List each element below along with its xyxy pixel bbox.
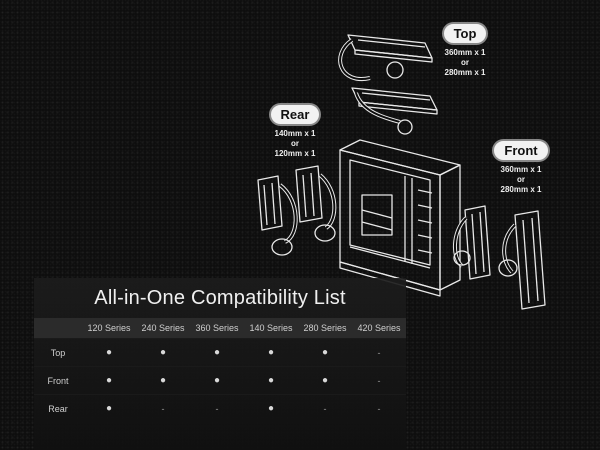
- table-cell: -: [136, 394, 190, 422]
- compatibility-panel: All-in-One Compatibility List 120 Series…: [34, 278, 406, 450]
- row-label: Rear: [34, 394, 82, 422]
- compatibility-title: All-in-One Compatibility List: [94, 287, 346, 309]
- callout-front-label: Front: [492, 139, 550, 162]
- column-header: 120 Series: [82, 318, 136, 339]
- row-label: Front: [34, 366, 82, 395]
- callout-top-spec: 360mm x 1 or 280mm x 1: [444, 48, 486, 77]
- table-cell: ●: [190, 366, 244, 395]
- callout-front-spec: 360mm x 1 or 280mm x 1: [500, 165, 542, 194]
- callout-rear-label: Rear: [268, 103, 322, 126]
- table-cell: ●: [136, 366, 190, 395]
- table-cell: ●: [82, 394, 136, 422]
- column-header: 420 Series: [352, 318, 406, 339]
- table-cell: ●: [298, 338, 352, 367]
- rear-radiator-right: [295, 165, 337, 242]
- front-radiator-left: [453, 205, 491, 280]
- rear-radiator-left: [257, 175, 298, 256]
- compatibility-table: 120 Series 240 Series 360 Series 140 Ser…: [34, 318, 406, 422]
- table-cell: -: [298, 394, 352, 422]
- callout-rear: Rear 140mm x 1 or 120mm x 1: [264, 103, 326, 159]
- case-body: [339, 139, 461, 297]
- table-cell: -: [352, 366, 406, 395]
- table-cell: ●: [244, 394, 298, 422]
- callout-front: Front 360mm x 1 or 280mm x 1: [490, 139, 552, 195]
- table-cell: ●: [136, 338, 190, 367]
- table-header-row: 120 Series 240 Series 360 Series 140 Ser…: [34, 318, 406, 339]
- top-radiator-lower: [351, 87, 438, 135]
- column-header: 280 Series: [298, 318, 352, 339]
- table-cell: ●: [190, 338, 244, 367]
- table-cell: ●: [298, 366, 352, 395]
- table-row: Rear●--●--: [34, 394, 406, 422]
- column-header: 140 Series: [244, 318, 298, 339]
- header-corner: [34, 318, 82, 339]
- table-cell: -: [352, 338, 406, 367]
- table-cell: ●: [82, 366, 136, 395]
- table-row: Front●●●●●-: [34, 366, 406, 395]
- row-label: Top: [34, 338, 82, 367]
- callout-rear-spec: 140mm x 1 or 120mm x 1: [274, 129, 316, 158]
- front-radiator-right: [498, 210, 546, 310]
- table-cell: ●: [82, 338, 136, 367]
- column-header: 360 Series: [190, 318, 244, 339]
- callout-top-label: Top: [441, 22, 489, 45]
- table-cell: ●: [244, 338, 298, 367]
- table-cell: -: [352, 394, 406, 422]
- table-row: Top●●●●●-: [34, 338, 406, 367]
- callout-top: Top 360mm x 1 or 280mm x 1: [434, 22, 496, 78]
- top-radiator-upper: [338, 34, 433, 82]
- column-header: 240 Series: [136, 318, 190, 339]
- table-cell: -: [190, 394, 244, 422]
- table-cell: ●: [244, 366, 298, 395]
